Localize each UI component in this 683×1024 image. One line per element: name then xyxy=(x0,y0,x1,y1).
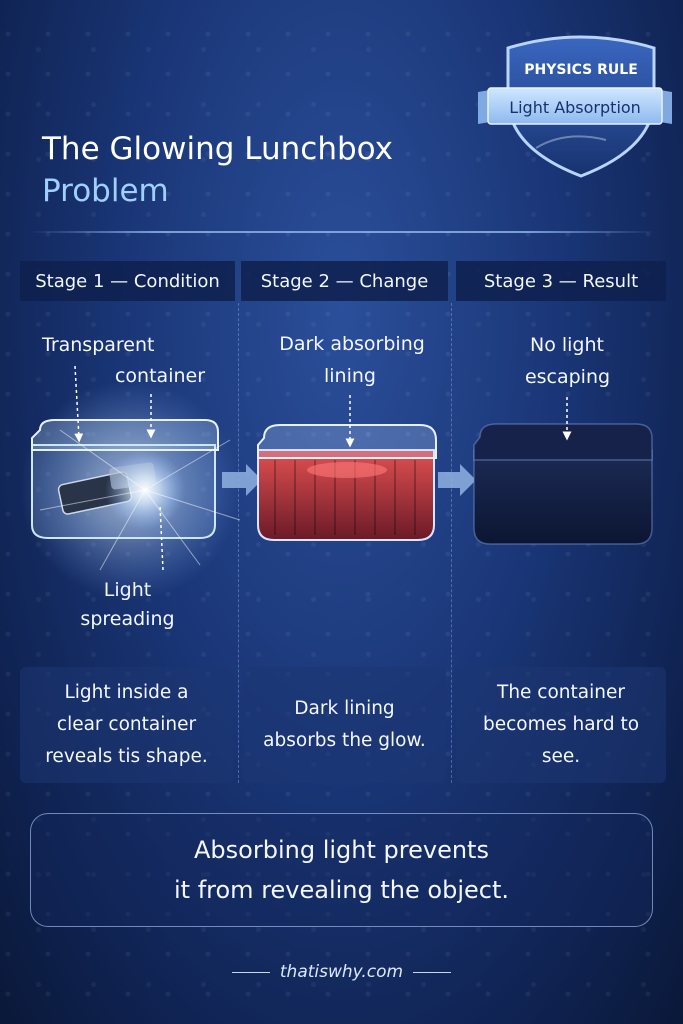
stage-3-description-line-1: The container xyxy=(497,682,625,703)
conclusion-line-1: Absorbing light prevents xyxy=(194,836,489,864)
physics-rule-badge: PHYSICS RULE Light Absorption xyxy=(478,35,672,178)
footer-dash-right xyxy=(413,971,452,973)
stage-3-header: Stage 3 — Result xyxy=(456,261,666,301)
stage-3-label-escaping: escaping xyxy=(524,366,611,388)
dark-lined-container xyxy=(257,395,437,541)
stage-2-label-lining: lining xyxy=(324,365,376,387)
badge-banner-text: Light Absorption xyxy=(509,98,641,117)
stage-illustrations xyxy=(20,365,653,600)
badge-top-text: PHYSICS RULE xyxy=(524,62,638,78)
stage-1-description-line-3: reveals tis shape. xyxy=(45,746,208,767)
page-title: The Glowing Lunchbox Problem xyxy=(42,128,393,212)
arrow-right-icon xyxy=(438,464,476,496)
stage-2-description-line-1: Dark lining xyxy=(294,698,395,719)
stage-1-description-line-1: Light inside a xyxy=(64,682,189,703)
title-line-1: The Glowing Lunchbox xyxy=(42,131,394,167)
stage-3-description-line-2: becomes hard to see. xyxy=(482,714,640,767)
stage-1-description-line-2: clear container xyxy=(56,714,197,735)
stage-2-label-dark-absorbing: Dark absorbing xyxy=(279,333,425,355)
stage-2-header: Stage 2 — Change xyxy=(241,261,448,301)
title-line-2: Problem xyxy=(42,173,169,209)
stage-1-header: Stage 1 — Condition xyxy=(20,261,235,301)
stage-3-description: The container becomes hard to see. xyxy=(456,667,666,783)
column-separator-1 xyxy=(238,303,239,783)
stage-3-label-no-light: No light xyxy=(530,334,604,356)
title-divider xyxy=(30,231,655,233)
stage-2-description-line-2: absorbs the glow. xyxy=(263,730,426,751)
conclusion-box: Absorbing light prevents it from reveali… xyxy=(30,813,653,927)
stage-1-description: Light inside a clear container reveals t… xyxy=(20,667,233,783)
transparent-container-glowing xyxy=(20,365,241,600)
footer-link[interactable]: thatiswhy.com xyxy=(279,962,404,982)
footer: thatiswhy.com xyxy=(0,962,683,982)
column-separator-2 xyxy=(451,303,452,783)
footer-dash-left xyxy=(231,971,270,973)
stage-2-description: Dark lining absorbs the glow. xyxy=(243,667,446,783)
dark-container-invisible xyxy=(473,397,653,545)
stage-1-label-transparent: Transparent xyxy=(42,334,155,356)
arrow-right-icon xyxy=(222,464,262,496)
conclusion-line-2: it from revealing the object. xyxy=(174,876,509,904)
stage-1-label-spreading: spreading xyxy=(80,608,175,630)
